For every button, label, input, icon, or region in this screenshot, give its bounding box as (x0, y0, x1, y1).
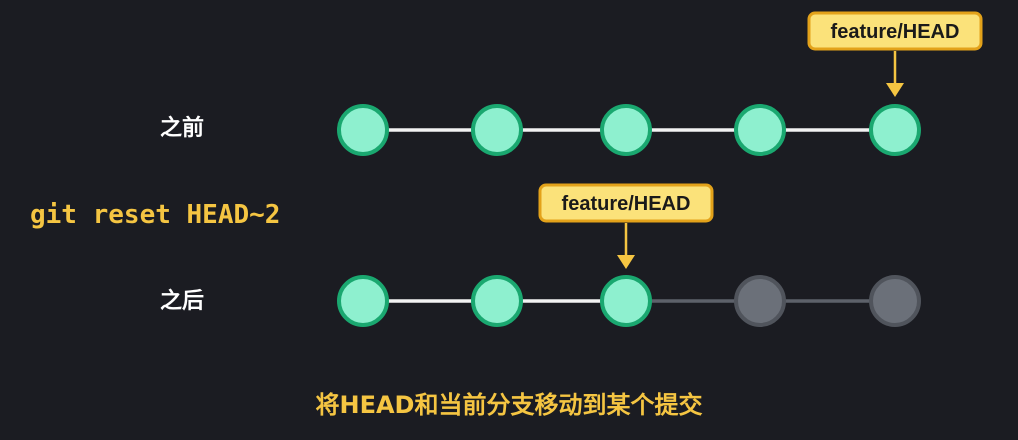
before-commit-node (337, 104, 389, 156)
before-branch-tag-label: feature/HEAD (831, 21, 960, 43)
before-commit-node (600, 104, 652, 156)
before-commit-node (869, 104, 921, 156)
after-commit-node-orphaned (869, 275, 921, 327)
caption-text: 将HEAD和当前分支移动到某个提交 (315, 391, 703, 419)
before-commit-node (471, 104, 523, 156)
before-commit-node (734, 104, 786, 156)
after-branch-tag-label: feature/HEAD (562, 193, 691, 215)
before-arrow-head (886, 83, 904, 97)
after-arrow-head (617, 255, 635, 269)
before-branch-tag (807, 11, 983, 51)
command-text: git reset HEAD~2 (30, 200, 281, 230)
before-label: 之前 (160, 116, 205, 141)
after-label: 之后 (160, 289, 205, 314)
after-commit-node (600, 275, 652, 327)
after-commit-node (337, 275, 389, 327)
after-commit-node-orphaned (734, 275, 786, 327)
after-commit-node (471, 275, 523, 327)
after-branch-tag (538, 183, 714, 223)
